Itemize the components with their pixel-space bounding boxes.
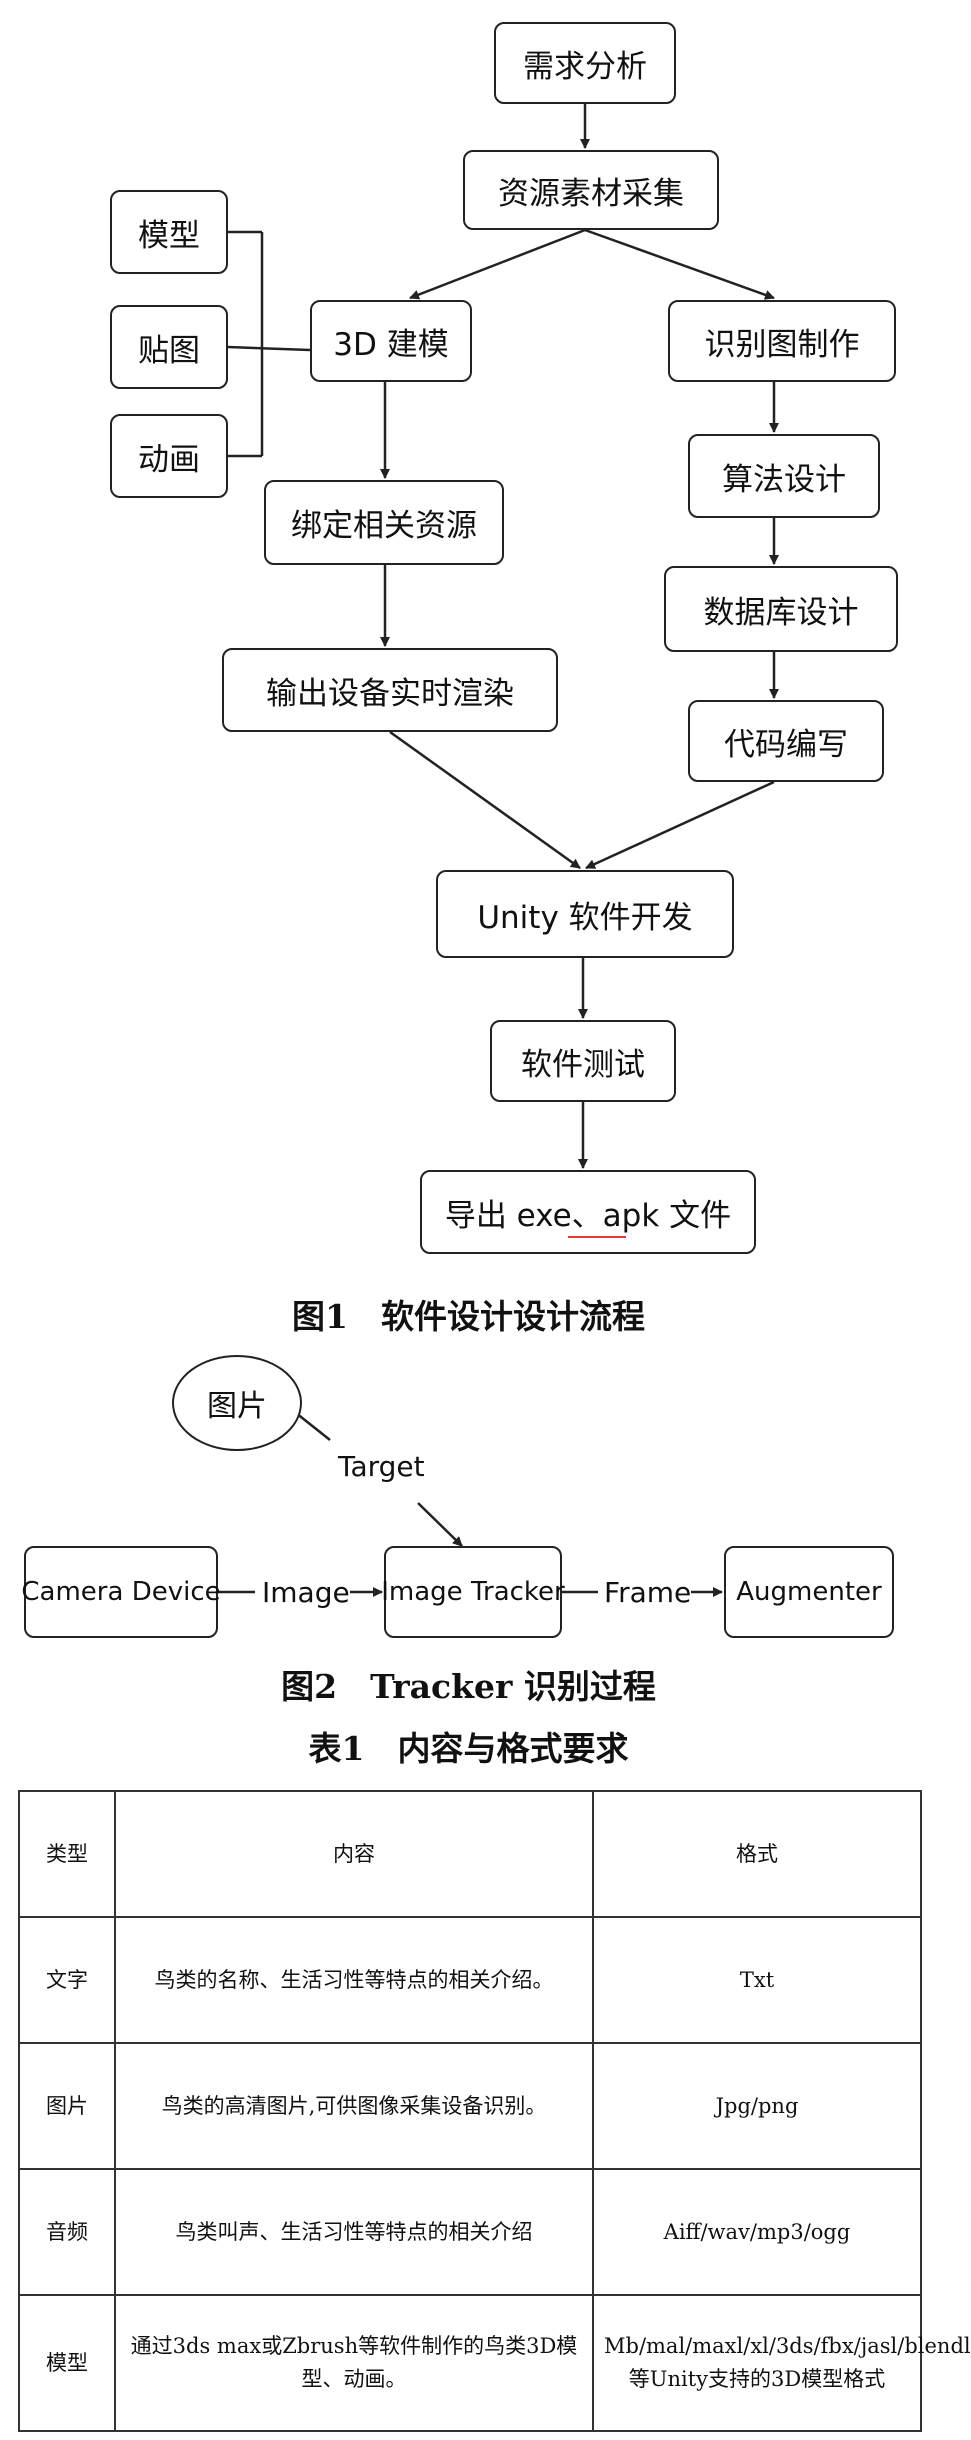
- requirements-table: 类型 内容 格式 文字 鸟类的名称、生活习性等特点的相关介绍。 Txt 图片 鸟…: [18, 1790, 971, 2432]
- frame-label: Frame: [604, 1576, 692, 1609]
- image-tracker-box: Image Tracker: [381, 1546, 565, 1638]
- header-format: 格式: [592, 1790, 922, 1918]
- node-demand-analysis: 需求分析: [494, 22, 676, 104]
- node-texture: 贴图: [110, 305, 228, 389]
- node-marker-making: 识别图制作: [668, 300, 896, 382]
- table1-title: 表1 内容与格式要求: [308, 1729, 629, 1768]
- arrow-render-to-unity: [389, 730, 581, 870]
- table-row: 音频 鸟类叫声、生活习性等特点的相关介绍 Aiff/wav/mp3/ogg: [18, 2168, 922, 2296]
- node-resource-collection: 资源素材采集: [463, 150, 719, 230]
- node-code-writing: 代码编写: [688, 700, 884, 782]
- connector-texture-to-modeling: [227, 345, 311, 352]
- arrow-collection-to-modeling: [409, 228, 586, 300]
- cell-format: Mb/mal/maxl/xl/3ds/fbx/jasl/blendl等Unity…: [592, 2294, 971, 2432]
- node-model: 模型: [110, 190, 228, 274]
- node-export-files: 导出 exe、apk 文件: [420, 1170, 756, 1254]
- node-3d-modeling: 3D 建模: [310, 300, 472, 382]
- cell-type: 图片: [18, 2042, 116, 2170]
- cell-type: 模型: [18, 2294, 116, 2432]
- cell-type: 文字: [18, 1916, 116, 2044]
- cell-content: 通过3ds max或Zbrush等软件制作的鸟类3D模型、动画。: [114, 2294, 594, 2432]
- figure2-caption: 图2 Tracker 识别过程: [281, 1667, 656, 1706]
- node-animation: 动画: [110, 414, 228, 498]
- node-software-test: 软件测试: [490, 1020, 676, 1102]
- camera-device-box: Camera Device: [21, 1546, 221, 1638]
- node-database-design: 数据库设计: [664, 566, 898, 652]
- picture-ellipse: 图片: [172, 1355, 302, 1451]
- spellcheck-underline: [568, 1236, 626, 1238]
- cell-format: Aiff/wav/mp3/ogg: [592, 2168, 922, 2296]
- node-algorithm-design: 算法设计: [688, 434, 880, 518]
- table-row: 模型 通过3ds max或Zbrush等软件制作的鸟类3D模型、动画。 Mb/m…: [18, 2294, 971, 2432]
- cell-content: 鸟类的高清图片,可供图像采集设备识别。: [114, 2042, 594, 2170]
- node-device-render: 输出设备实时渲染: [222, 648, 558, 732]
- cell-format: Txt: [592, 1916, 922, 2044]
- node-unity-dev: Unity 软件开发: [436, 870, 734, 958]
- connector-picture-to-target: [295, 1412, 331, 1441]
- image-label: Image: [262, 1576, 350, 1609]
- table-header-row: 类型 内容 格式: [18, 1790, 922, 1918]
- cell-format: Jpg/png: [592, 2042, 922, 2170]
- table-row: 图片 鸟类的高清图片,可供图像采集设备识别。 Jpg/png: [18, 2042, 922, 2170]
- arrow-code-to-unity: [585, 780, 775, 870]
- target-label: Target: [338, 1450, 425, 1483]
- header-type: 类型: [18, 1790, 116, 1918]
- augmenter-box: Augmenter: [724, 1546, 894, 1638]
- table-row: 文字 鸟类的名称、生活习性等特点的相关介绍。 Txt: [18, 1916, 922, 2044]
- arrow-target-to-tracker: [417, 1502, 463, 1547]
- flow-connectors: [218, 104, 779, 1597]
- cell-type: 音频: [18, 2168, 116, 2296]
- header-content: 内容: [114, 1790, 594, 1918]
- figure1-caption: 图1 软件设计设计流程: [292, 1297, 645, 1336]
- cell-content: 鸟类叫声、生活习性等特点的相关介绍: [114, 2168, 594, 2296]
- arrow-collection-to-marker: [584, 228, 775, 300]
- cell-content: 鸟类的名称、生活习性等特点的相关介绍。: [114, 1916, 594, 2044]
- node-bind-resources: 绑定相关资源: [264, 480, 504, 565]
